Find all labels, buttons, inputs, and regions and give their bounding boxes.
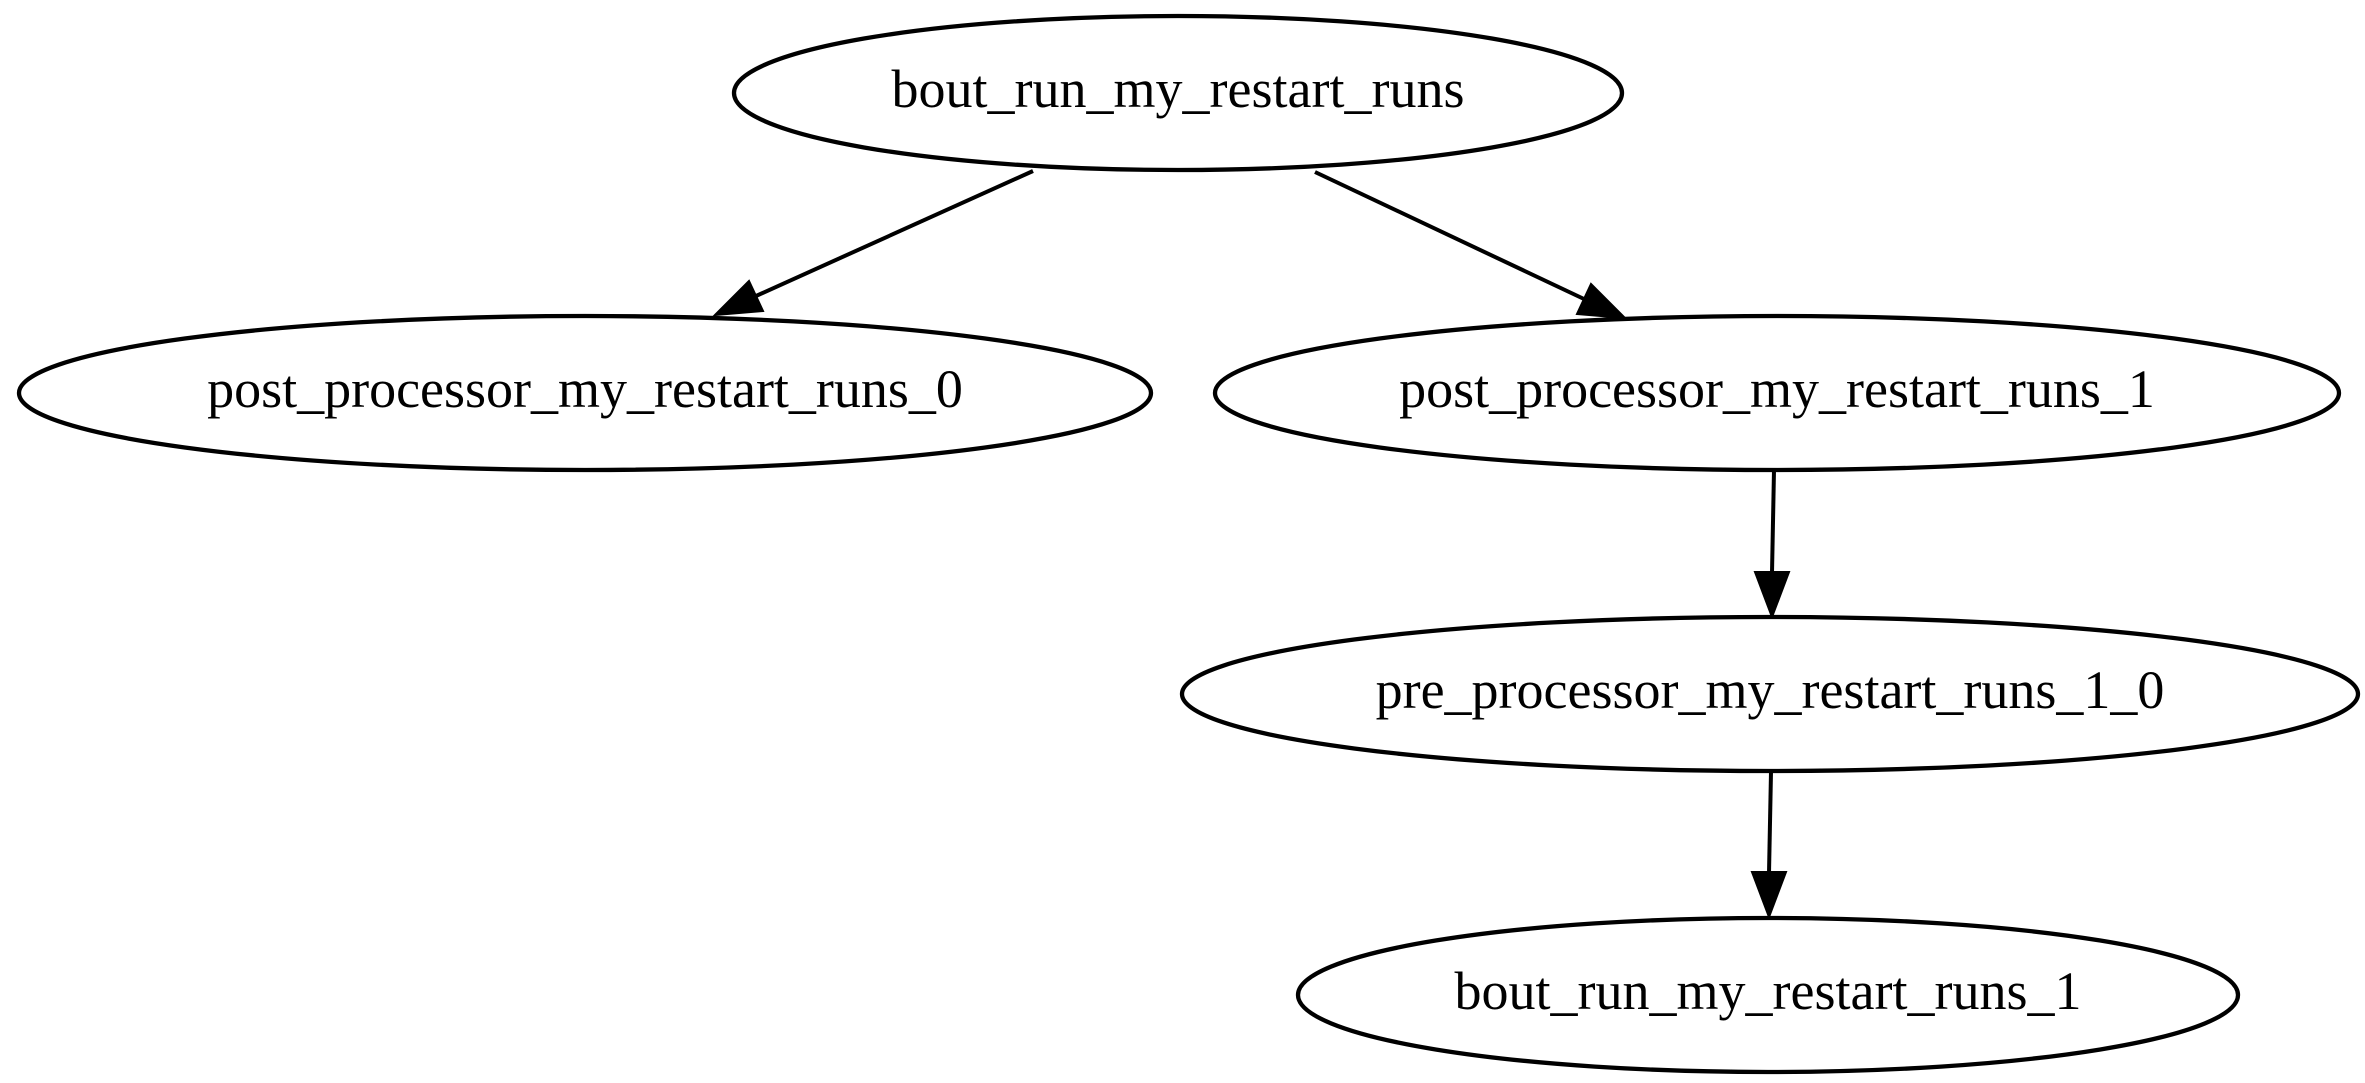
node-label: pre_processor_my_restart_runs_1_0 [1376, 660, 2165, 720]
edge-root-to-post-0 [712, 169, 1034, 317]
edge-pre-1-0-to-bout-1 [1750, 771, 1788, 920]
node-label: bout_run_my_restart_runs [892, 59, 1465, 119]
node-ellipse [1179, 614, 2361, 774]
node-label: post_processor_my_restart_runs_0 [207, 359, 963, 419]
node-ellipse [731, 13, 1625, 173]
edge-line [1770, 469, 1776, 574]
node-post-processor-my-restart-runs-0: post_processor_my_restart_runs_0 [16, 313, 1154, 473]
node-label: bout_run_my_restart_runs_1 [1455, 961, 2082, 1021]
edge-line [755, 169, 1034, 298]
node-ellipse [1295, 915, 2241, 1075]
arrowhead-icon [1753, 571, 1791, 620]
edge-line [1314, 170, 1585, 301]
arrowhead-icon [712, 279, 765, 317]
node-post-processor-my-restart-runs-1: post_processor_my_restart_runs_1 [1212, 313, 2342, 473]
arrowhead-icon [1750, 871, 1788, 920]
node-bout-run-my-restart-runs-1: bout_run_my_restart_runs_1 [1295, 915, 2241, 1075]
edge-post-1-to-pre-1-0 [1753, 469, 1791, 620]
node-ellipse [1212, 313, 2342, 473]
node-bout-run-my-restart-runs: bout_run_my_restart_runs [731, 13, 1625, 173]
node-ellipse [16, 313, 1154, 473]
edge-root-to-post-1 [1314, 170, 1628, 320]
edge-line [1767, 771, 1773, 874]
node-pre-processor-my-restart-runs-1-0: pre_processor_my_restart_runs_1_0 [1179, 614, 2361, 774]
node-label: post_processor_my_restart_runs_1 [1399, 359, 2155, 419]
arrowhead-icon [1575, 282, 1628, 320]
